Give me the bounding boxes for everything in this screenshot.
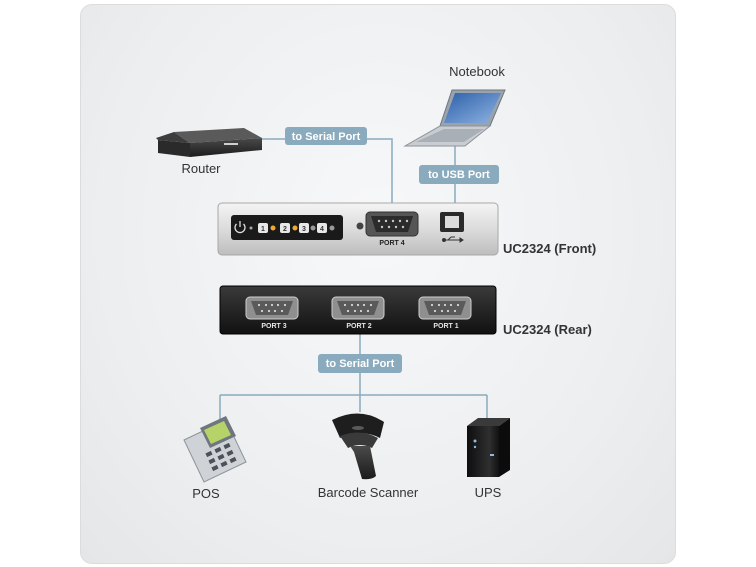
svg-text:2: 2 [283, 226, 287, 233]
router-label: Router [181, 161, 221, 176]
to-serial-port-top-text: to Serial Port [292, 131, 361, 143]
led-indicator-2: 2 [280, 223, 298, 233]
pos-terminal-icon [183, 416, 247, 483]
led-indicator-3: 3 [299, 223, 316, 233]
to-serial-port-top-tag: to Serial Port [285, 127, 367, 145]
port-4-label: PORT 4 [379, 240, 404, 247]
notebook-label: Notebook [449, 64, 505, 79]
to-usb-port-tag: to USB Port [419, 165, 499, 184]
router-icon [156, 128, 262, 157]
svg-text:3: 3 [302, 226, 306, 233]
uc2324-rear-device: PORT 3 PORT 2 PORT 1 [219, 285, 497, 335]
usb-icon [442, 236, 464, 243]
ups-label: UPS [475, 485, 502, 500]
to-serial-port-bottom-tag: to Serial Port [318, 354, 402, 373]
serial-port-2-connector [331, 296, 385, 320]
uc2324-front-label: UC2324 (Front) [503, 241, 596, 256]
diagram-panel [80, 4, 676, 564]
to-usb-port-text: to USB Port [428, 169, 490, 181]
power-icon [234, 221, 246, 234]
port-1-label: PORT 1 [433, 323, 458, 330]
router-to-port4-line [262, 138, 393, 208]
port-2-label: PORT 2 [346, 323, 371, 330]
led-indicator-1: 1 [258, 223, 276, 233]
serial-port-3-connector [245, 296, 299, 320]
port-3-label: PORT 3 [261, 323, 286, 330]
ups-icon [467, 418, 510, 477]
usb-b-port [440, 212, 464, 232]
led-indicator-4: 4 [317, 223, 335, 233]
uc2324-front-device: 1 2 3 4 PORT 4 [217, 202, 499, 256]
serial-port-1-connector [418, 296, 472, 320]
barcode-scanner-icon [332, 413, 384, 480]
to-serial-port-bottom-text: to Serial Port [326, 358, 395, 370]
serial-port-4-connector [365, 211, 419, 237]
uc2324-rear-label: UC2324 (Rear) [503, 322, 592, 337]
svg-text:1: 1 [261, 226, 265, 233]
notebook-icon [403, 89, 506, 147]
barcode-scanner-label: Barcode Scanner [318, 485, 419, 500]
svg-text:4: 4 [320, 226, 324, 233]
pos-label: POS [192, 486, 220, 501]
